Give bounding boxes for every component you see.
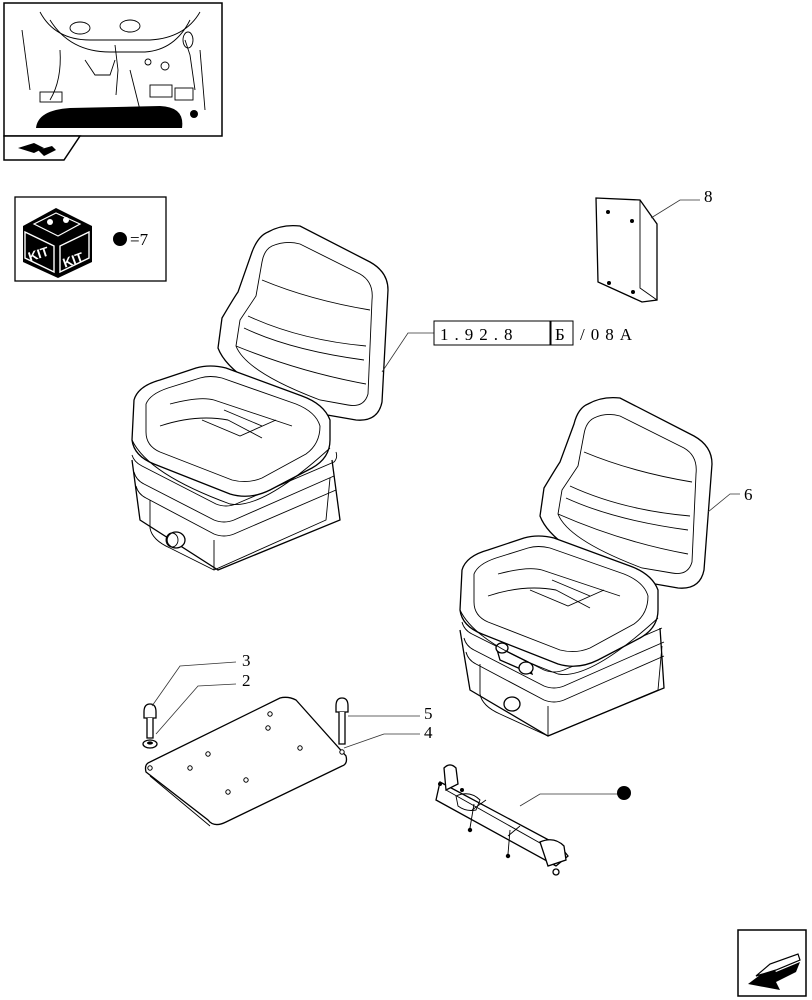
leader-8 <box>650 199 700 219</box>
reference-number: 1.92.8 <box>440 325 519 344</box>
reference-variant: Б <box>555 325 565 344</box>
overview-thumbnail[interactable] <box>3 2 223 137</box>
callout-2: 2 <box>242 671 251 690</box>
callout-3: 3 <box>242 651 251 670</box>
part-2-washer[interactable] <box>142 739 158 749</box>
book-arrow-icon[interactable] <box>3 135 82 161</box>
callout-4: 4 <box>424 723 433 742</box>
reference-suffix: /08A <box>580 325 638 344</box>
kit-equation: =7 <box>130 230 149 249</box>
kit-badge-right: KIT <box>61 249 86 270</box>
leader-3 <box>151 661 237 707</box>
part-8-panel[interactable] <box>595 197 658 303</box>
kit-badge-left: KIT <box>26 244 51 265</box>
kit-box-icon: KIT KIT <box>23 208 92 278</box>
leader-4 <box>343 733 420 749</box>
kit-rail-assembly[interactable] <box>435 764 569 876</box>
leader-2 <box>155 683 237 735</box>
leader-6 <box>707 493 740 513</box>
callout-8: 8 <box>704 187 713 206</box>
callout-5: 5 <box>424 704 433 723</box>
reference-code: 1.92.8 Б /08A <box>433 320 638 346</box>
part-4-mounting-plate[interactable] <box>144 696 348 827</box>
filled-dot-icon <box>617 786 631 800</box>
part-3-bolt[interactable] <box>143 703 157 739</box>
callout-6: 6 <box>744 485 753 504</box>
filled-dot-icon <box>113 232 127 246</box>
leader-kit-rail <box>519 793 618 807</box>
part-6-seat-assembly[interactable] <box>459 396 713 737</box>
back-arrow-icon[interactable] <box>737 929 807 997</box>
seat-assembly-reference[interactable] <box>131 224 389 571</box>
part-5-bolt[interactable] <box>335 697 349 745</box>
leader-reference <box>381 332 434 373</box>
kit-legend: KIT KIT =7 <box>14 196 167 282</box>
